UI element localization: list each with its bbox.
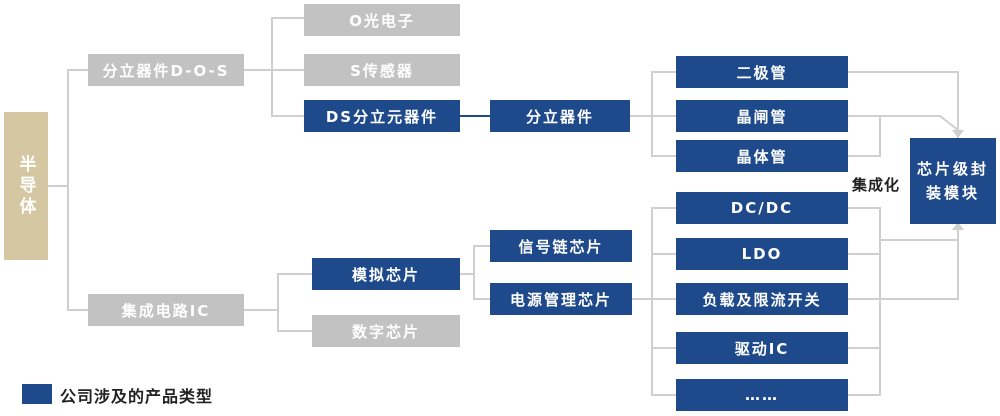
- chip-package-line1: 芯片级封: [916, 160, 989, 178]
- node-dcdc: DC/DC: [676, 192, 848, 224]
- node-ellipsis: ……: [676, 379, 848, 411]
- node-load-switch: 负载及限流开关: [676, 283, 848, 315]
- node-thyristor: 晶闸管: [676, 100, 848, 132]
- chip-package-line2: 装模块: [925, 184, 980, 202]
- node-optoelectronics: O光电子: [304, 4, 460, 36]
- legend-swatch: [22, 384, 52, 404]
- node-digital-chip: 数字芯片: [312, 315, 460, 347]
- node-discrete-dos: 分立器件D-O-S: [88, 54, 244, 86]
- node-signal-chain-chip: 信号链芯片: [490, 230, 632, 262]
- node-sensor: S传感器: [304, 54, 460, 86]
- node-ds-discrete: DS分立元器件: [304, 100, 460, 132]
- integration-label: 集成化: [852, 176, 901, 194]
- node-discrete-device: 分立器件: [490, 100, 630, 132]
- node-ldo: LDO: [676, 238, 848, 270]
- node-semiconductor: 半导体: [4, 112, 48, 260]
- node-ic: 集成电路IC: [88, 294, 244, 326]
- node-analog-chip: 模拟芯片: [312, 258, 460, 290]
- node-driver-ic: 驱动IC: [676, 332, 848, 364]
- node-chip-package-module: 芯片级封 装模块: [910, 138, 996, 224]
- legend-label: 公司涉及的产品类型: [60, 387, 214, 406]
- node-power-management-chip: 电源管理芯片: [490, 283, 632, 315]
- node-diode: 二极管: [676, 56, 848, 88]
- node-transistor: 晶体管: [676, 140, 848, 172]
